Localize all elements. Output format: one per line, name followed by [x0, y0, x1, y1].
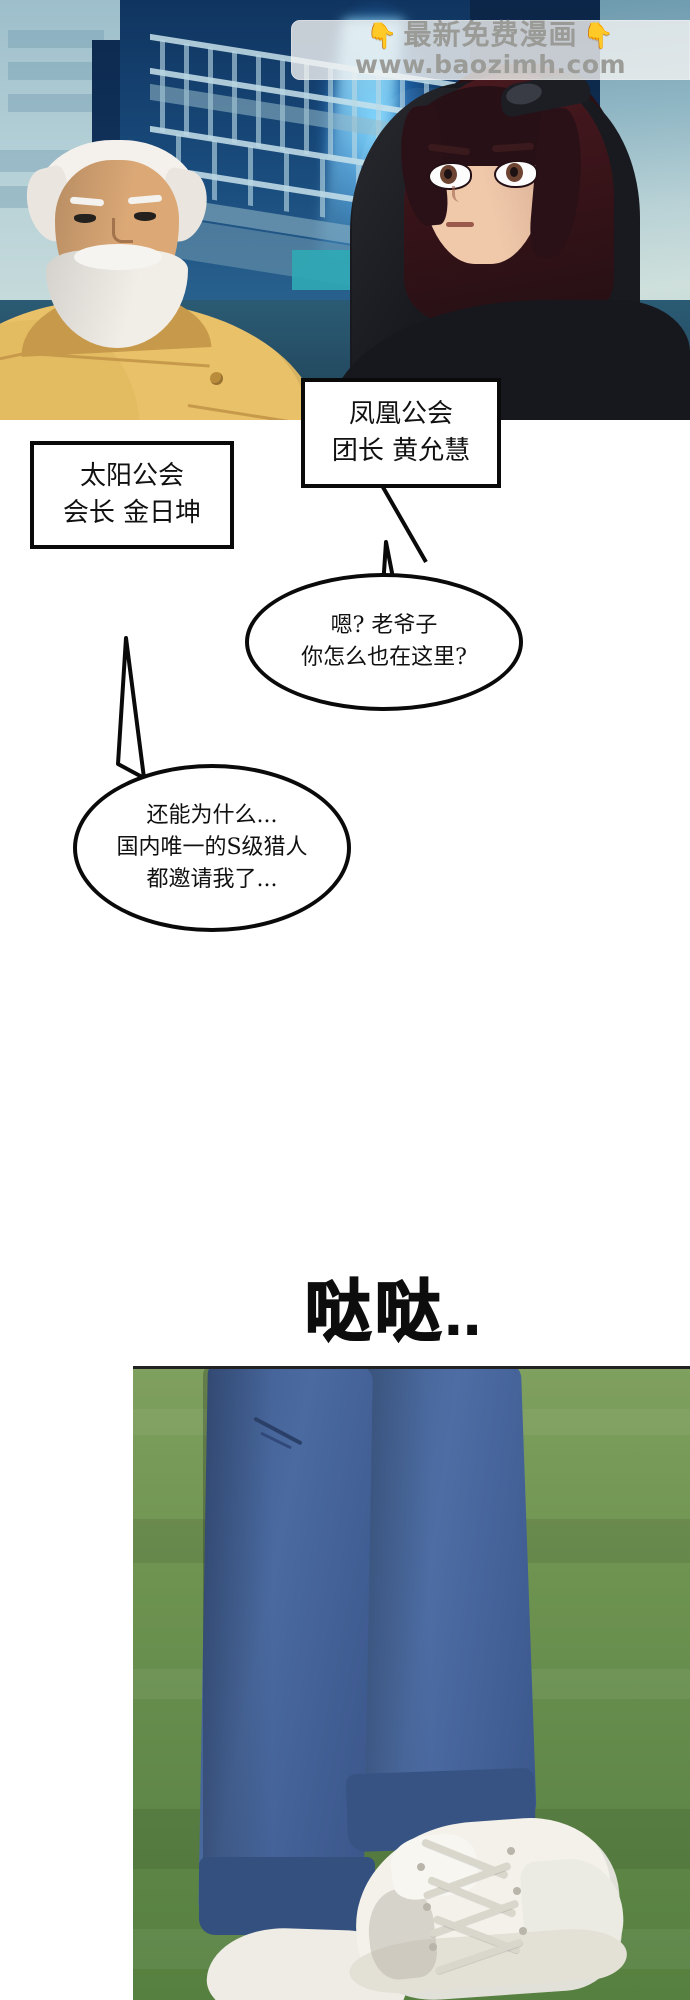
caption-sun-line2: 会长 金日坤: [62, 498, 202, 528]
window-strip: [8, 30, 104, 48]
pointing-down-hand-icon-left: 👇: [366, 20, 399, 50]
jeans-left-shadow: [203, 1369, 273, 1925]
window-strip: [8, 94, 104, 112]
oldman-eye-left: [74, 214, 96, 223]
shoelace-eyelet: [513, 1887, 521, 1895]
caption-box-phoenix-guild: 凤凰公会 团长 黄允慧: [301, 378, 501, 488]
caption-box-sun-guild: 太阳公会 会长 金日坤: [30, 441, 234, 549]
woman-pupil-right: [510, 167, 518, 177]
stair-baluster: [248, 145, 253, 207]
woman-nose: [452, 186, 467, 202]
caption-phoenix-line1: 凤凰公会: [348, 399, 453, 430]
oldman-nose: [112, 218, 133, 243]
jeans-left-cuff: [199, 1857, 375, 1935]
caption-sun-line1: 太阳公会: [79, 461, 184, 492]
bubble-woman-line1: 嗯? 老爷子: [330, 613, 438, 639]
sound-effect-footsteps: 哒哒..: [304, 1258, 483, 1354]
speech-bubble-oldman: 还能为什么... 国内唯一的S级猎人 都邀请我了...: [73, 764, 351, 932]
sfx-dots: ..: [444, 1293, 483, 1346]
scene-top-panel: 👇 最新免费漫画 👇 www.baozimh.com: [0, 0, 690, 420]
woman-pupil-left: [444, 169, 452, 179]
oldman-eye-right: [134, 212, 156, 221]
window-strip: [8, 62, 104, 80]
pointing-down-hand-icon-right: 👇: [582, 20, 615, 50]
bubble-oldman-line2: 国内唯一的S级猎人: [116, 835, 308, 861]
watermark-site-url: www.baozimh.com: [354, 50, 627, 79]
bubble-oldman-line1: 还能为什么...: [146, 803, 278, 829]
bubble-oldman-line3: 都邀请我了...: [146, 866, 278, 892]
shoelace-eyelet: [423, 1903, 431, 1911]
shoelace-eyelet: [429, 1943, 437, 1951]
panel-bottom-legs: [133, 1366, 690, 2000]
shoelace-eyelet: [417, 1863, 425, 1871]
woman-mouth: [446, 222, 474, 227]
stair-baluster: [212, 139, 217, 201]
speech-bubble-woman: 嗯? 老爷子 你怎么也在这里?: [245, 573, 523, 711]
oldman-coat-button: [210, 372, 223, 385]
bubble-tail-oldman: [116, 636, 146, 780]
stair-baluster: [320, 156, 325, 218]
sfx-text: 哒哒: [304, 1272, 445, 1351]
shoelace-eyelet: [507, 1847, 515, 1855]
bubble-woman-line2: 你怎么也在这里?: [301, 645, 467, 670]
caption-tail-phoenix: [378, 481, 428, 563]
watermark-promo-row: 👇 最新免费漫画 👇: [366, 21, 614, 49]
caption-phoenix-line2: 团长 黄允慧: [331, 436, 471, 466]
oldman-moustache: [74, 244, 162, 270]
stair-baluster: [284, 151, 289, 212]
watermark-banner: 👇 最新免费漫画 👇 www.baozimh.com: [291, 20, 690, 80]
shoelace-eyelet: [519, 1927, 527, 1935]
watermark-promo-text: 最新免费漫画: [403, 18, 578, 51]
